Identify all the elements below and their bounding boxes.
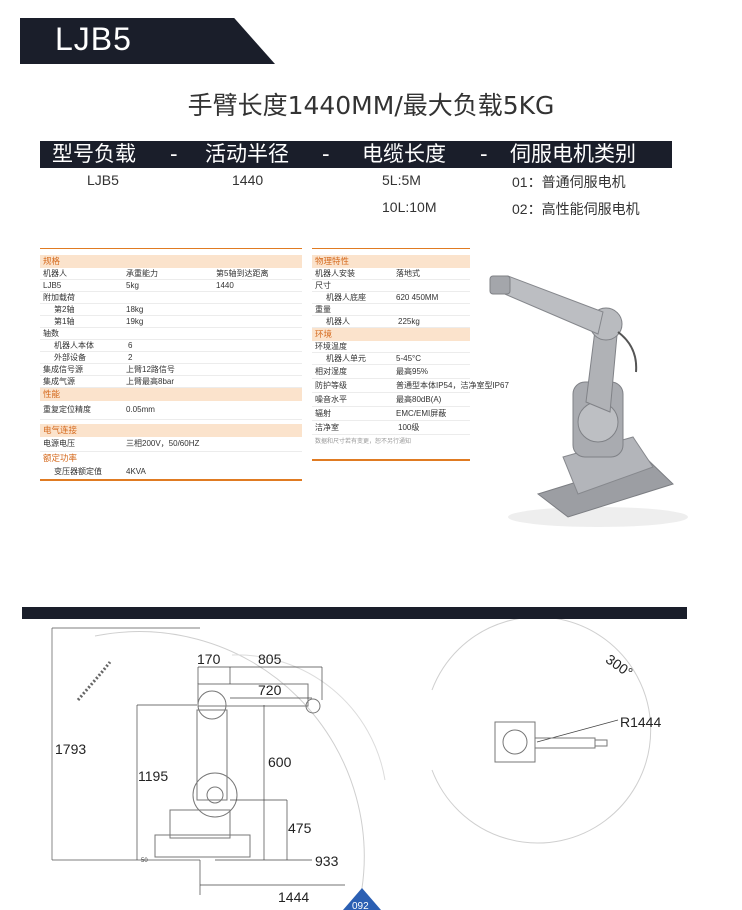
table-row: 尺寸 [312, 280, 470, 292]
table-row: 轴数 [40, 328, 302, 340]
spec-col-servo: 伺服电机类别 [510, 142, 636, 166]
table-row: 辐射 EMC/EMI屏蔽 [312, 407, 470, 421]
section-title-environment: 环境 [312, 328, 470, 341]
table-row: 机器人单元 5-45°C [312, 353, 470, 365]
table-row: 集成气源 上臂最高8bar [40, 376, 302, 388]
dim-50: 50 [141, 858, 148, 864]
section-title-physical: 物理特性 [312, 255, 470, 268]
dim-1195: 1195 [138, 768, 168, 784]
dim-170: 170 [197, 651, 221, 667]
table-row: 重复定位精度 0.05mm [40, 401, 302, 420]
spec-model-value: LJB5 [87, 172, 119, 188]
table-row: 机器人底座 620 450MM [312, 292, 470, 304]
dim-475: 475 [288, 820, 312, 836]
spec-radius-value: 1440 [232, 172, 264, 188]
table-row: 环境温度 [312, 341, 470, 353]
section-title-spec: 规格 [40, 255, 302, 268]
radius-label: R1444 [620, 714, 661, 730]
table-row: 机器人 承重能力 第5轴到达距离 [40, 268, 302, 280]
table-row: 重量 [312, 304, 470, 316]
model-title-banner [20, 18, 275, 64]
table-row: 相对湿度 最高95% [312, 365, 470, 379]
spec-table-right: 物理特性 机器人安装 落地式 尺寸 机器人底座 620 450MM 重量 机器人… [312, 248, 509, 461]
spec-col-radius: 活动半径 [205, 142, 289, 166]
spec-servo-value-1: 01：普通伺服电机 [512, 174, 626, 190]
spec-table-left: 规格 机器人 承重能力 第5轴到达距离 LJB5 5kg 1440 附加载荷 第… [40, 248, 302, 481]
table-row: 外部设备 2 [40, 352, 302, 364]
table-row: 噪音水平 最高80dB(A) [312, 393, 470, 407]
spec-cable-value-2: 10L:10M [382, 199, 437, 215]
table-row: 洁净室 100级 [312, 421, 470, 435]
dimension-drawing: 170 805 720 1793 1195 600 475 933 1444 5… [51, 619, 661, 910]
table-row: 防护等级 普通型本体IP54，洁净室型IP67 [312, 379, 509, 393]
page-badge [343, 888, 381, 910]
spec-sep: - [170, 142, 178, 166]
angle-label: 300° [603, 651, 636, 681]
table-row: 变压器额定值 4KVA [54, 467, 146, 476]
dim-933: 933 [315, 853, 339, 869]
dim-720: 720 [258, 682, 282, 698]
headline: 手臂长度1440MM/最大负载5KG [187, 91, 555, 120]
section-divider [22, 607, 687, 619]
spec-header-bar: 型号负载 - 活动半径 - 电缆长度 - 伺服电机类别 [40, 141, 672, 168]
spec-col-model: 型号负载 [52, 142, 136, 166]
spec-cable-value-1: 5L:5M [382, 172, 421, 188]
table-row: 集成信号源 上臂12路信号 [40, 364, 302, 376]
spec-col-cable: 电缆长度 [362, 142, 446, 166]
table-row: LJB5 5kg 1440 [40, 280, 302, 292]
section-title-rated-power: 额定功率 [40, 452, 302, 465]
table-row: 第2轴 18kg [40, 304, 302, 316]
spec-sep: - [480, 142, 488, 166]
table-row: 机器人安装 落地式 [312, 268, 470, 280]
dim-600: 600 [268, 754, 292, 770]
section-title-performance: 性能 [40, 388, 302, 401]
spec-sep: - [322, 142, 330, 166]
footnote: 数据和尺寸若有变更，恕不另行通知 [315, 439, 412, 445]
table-row: 电源电压 三相200V，50/60HZ [40, 437, 302, 452]
table-row: 第1轴 19kg [40, 316, 302, 328]
page-number: 092 [352, 901, 369, 910]
dim-805: 805 [258, 651, 282, 667]
spec-servo-value-2: 02：高性能伺服电机 [512, 201, 640, 217]
section-title-electrical: 电气连接 [40, 424, 302, 437]
model-title: LJB5 [55, 21, 132, 57]
table-row: 机器人 225kg [312, 316, 470, 328]
dim-1444: 1444 [278, 889, 309, 905]
robot-illustration [489, 275, 688, 527]
dim-1793: 1793 [55, 741, 86, 757]
table-row: 机器人本体 6 [40, 340, 302, 352]
table-row: 附加载荷 [40, 292, 302, 304]
